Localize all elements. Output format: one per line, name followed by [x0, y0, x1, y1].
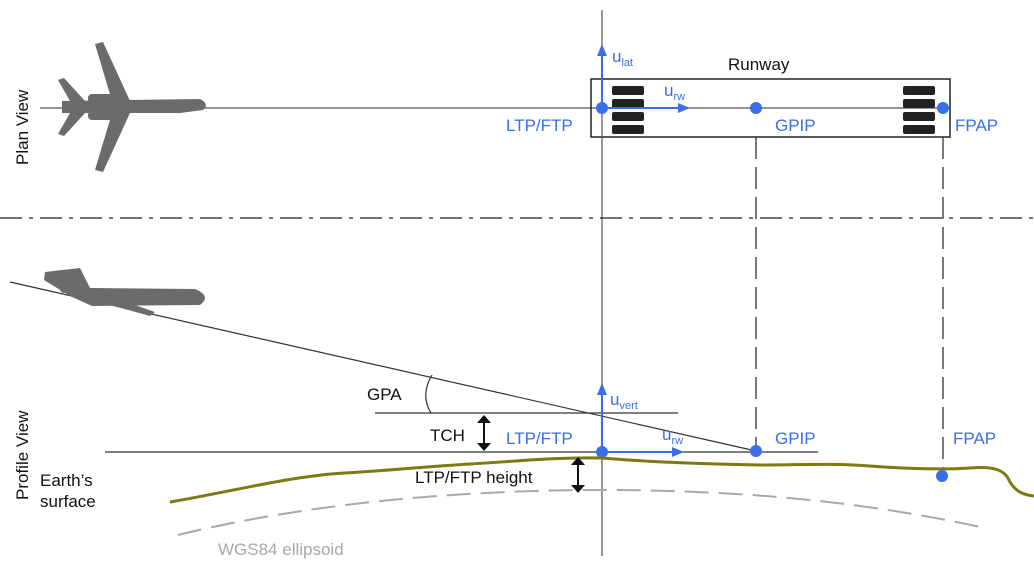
earth-surface-label-line1: Earth’s	[40, 471, 93, 490]
gpa-angle-arc	[425, 374, 433, 414]
u-lat-label: ulat	[612, 47, 633, 69]
profile-gpip-label: GPIP	[775, 429, 816, 448]
wgs84-ellipsoid-curve	[177, 488, 986, 536]
profile-ltp-ftp-label: LTP/FTP	[506, 429, 573, 448]
plan-view-label: Plan View	[13, 89, 32, 165]
profile-view-label: Profile View	[13, 410, 32, 500]
profile-ltp-point	[596, 446, 608, 458]
profile-gpip-point	[750, 445, 762, 457]
u-rw-plan-label: urw	[664, 81, 685, 103]
tch-double-arrow-icon	[477, 415, 491, 451]
ltp-ftp-height-label: LTP/FTP height	[415, 468, 533, 487]
threshold-markings-left	[612, 86, 644, 134]
plan-ltp-ftp-label: LTP/FTP	[506, 116, 573, 135]
ltp-height-double-arrow-icon	[571, 457, 585, 493]
earth-surface-curve	[169, 456, 1034, 504]
plan-gpip-point	[750, 102, 762, 114]
earth-surface-label-line2: surface	[40, 492, 96, 511]
gpa-label: GPA	[367, 385, 402, 404]
plan-gpip-label: GPIP	[775, 116, 816, 135]
profile-fpap-label: FPAP	[953, 429, 996, 448]
plan-fpap-label: FPAP	[955, 116, 998, 135]
aircraft-top-view-icon	[58, 42, 206, 172]
runway-outline	[590, 78, 951, 138]
runway-label: Runway	[728, 55, 790, 74]
threshold-markings-right	[903, 86, 935, 134]
plan-fpap-point	[937, 102, 949, 114]
profile-fpap-point	[936, 470, 948, 482]
tch-label: TCH	[430, 426, 465, 445]
plan-ltp-point	[596, 102, 608, 114]
aircraft-side-view-icon	[44, 268, 205, 316]
u-rw-profile-label: urw	[662, 425, 683, 447]
u-vert-label: uvert	[610, 390, 638, 412]
wgs84-label: WGS84 ellipsoid	[218, 540, 344, 559]
